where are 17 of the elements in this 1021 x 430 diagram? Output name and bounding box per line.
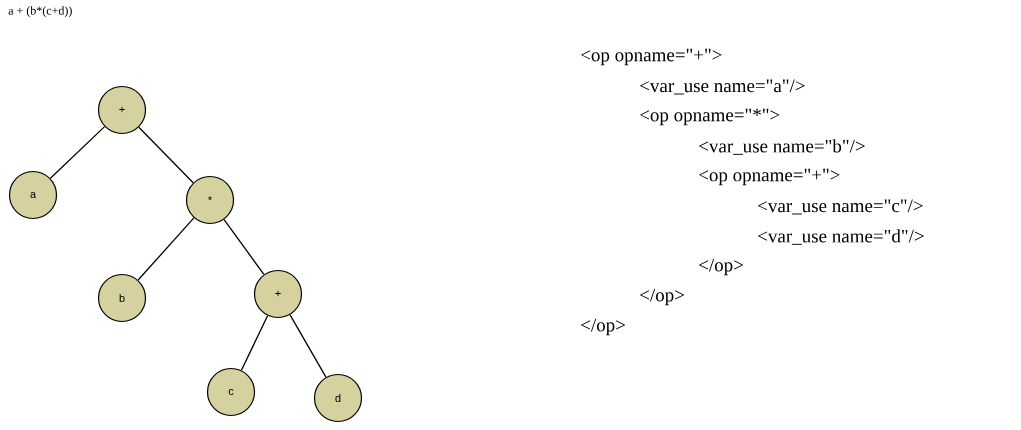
code-line: <op opname="*"> <box>640 108 780 126</box>
code-line: <op opname="+"> <box>581 48 722 66</box>
tree-edge <box>138 126 194 184</box>
tree-edge <box>289 314 327 378</box>
code-line: <op opname="+"> <box>699 168 840 186</box>
tree-edge <box>240 315 269 371</box>
formula-text: a + (b*(c+d)) <box>8 6 72 18</box>
code-line: <var_use name="c"/> <box>758 199 923 215</box>
code-line: </op> <box>699 258 743 276</box>
code-line: <var_use name="b"/> <box>699 139 865 155</box>
tree-edge <box>223 218 265 276</box>
code-line: <var_use name="a"/> <box>640 79 805 95</box>
tree-edge <box>49 125 106 179</box>
code-line: </op> <box>640 288 684 306</box>
code-line: </op> <box>581 318 625 336</box>
code-line: <var_use name="d"/> <box>758 229 924 245</box>
tree-edge <box>137 217 195 281</box>
